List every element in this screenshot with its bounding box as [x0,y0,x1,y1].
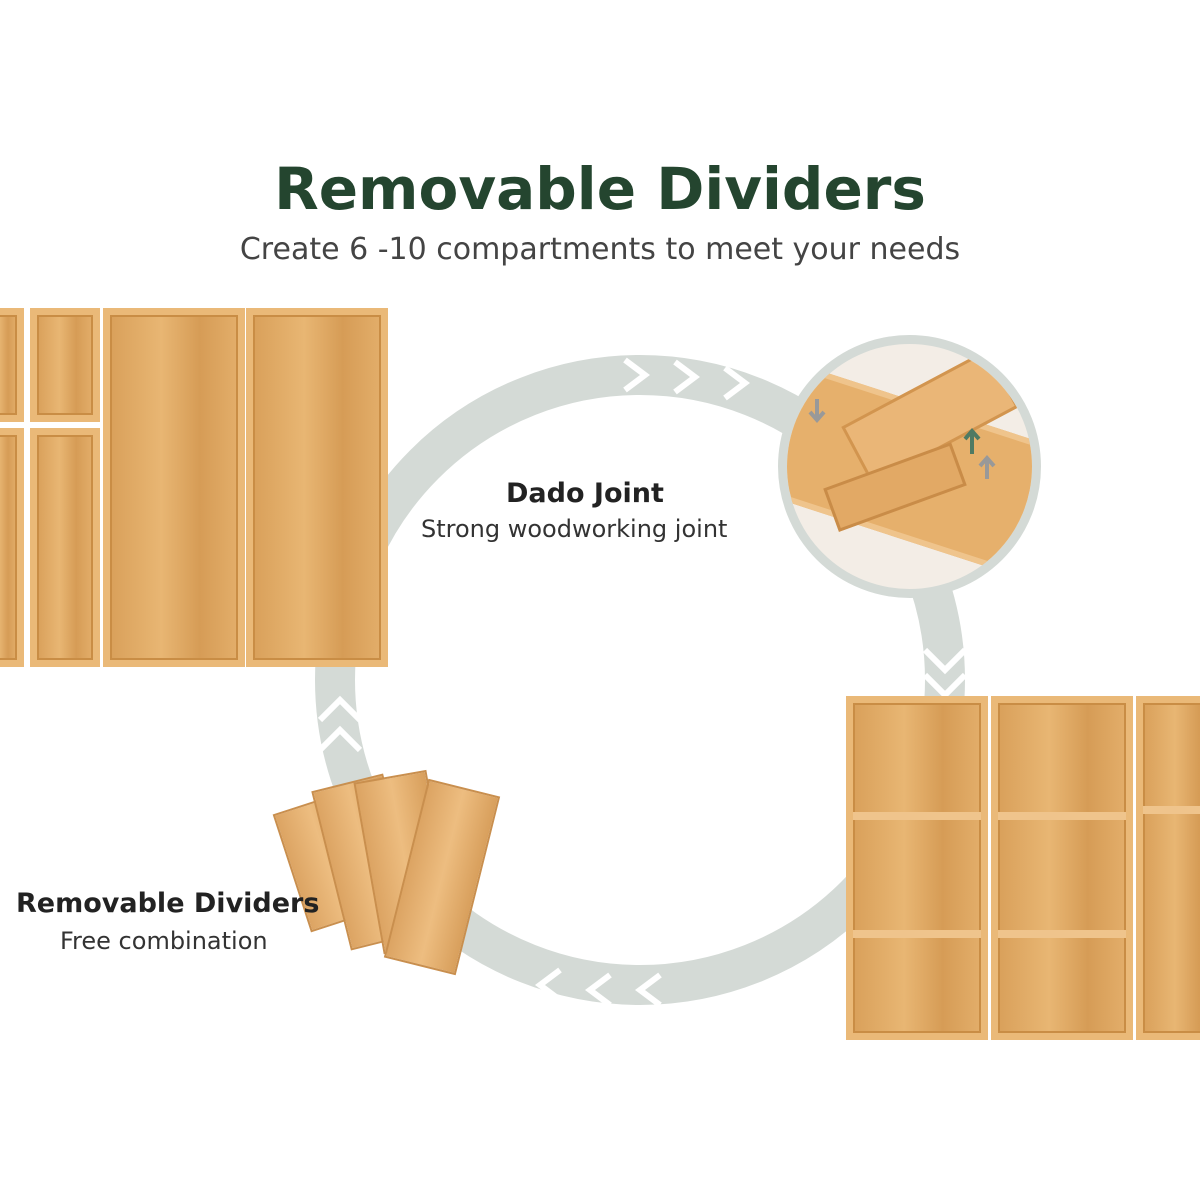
page-subtitle: Create 6 -10 compartments to meet your n… [239,232,961,267]
arrow-icons [808,399,996,479]
chevron-arrows-icon [317,357,968,1008]
removable-dividers-title: Removable Dividers [16,888,320,919]
page-title: Removable Dividers [274,155,926,223]
dado-joint-closeup [778,335,1041,598]
dado-joint-title: Dado Joint [506,478,664,509]
dado-joint-subtitle: Strong woodworking joint [421,515,728,543]
removable-dividers-subtitle: Free combination [60,927,268,955]
